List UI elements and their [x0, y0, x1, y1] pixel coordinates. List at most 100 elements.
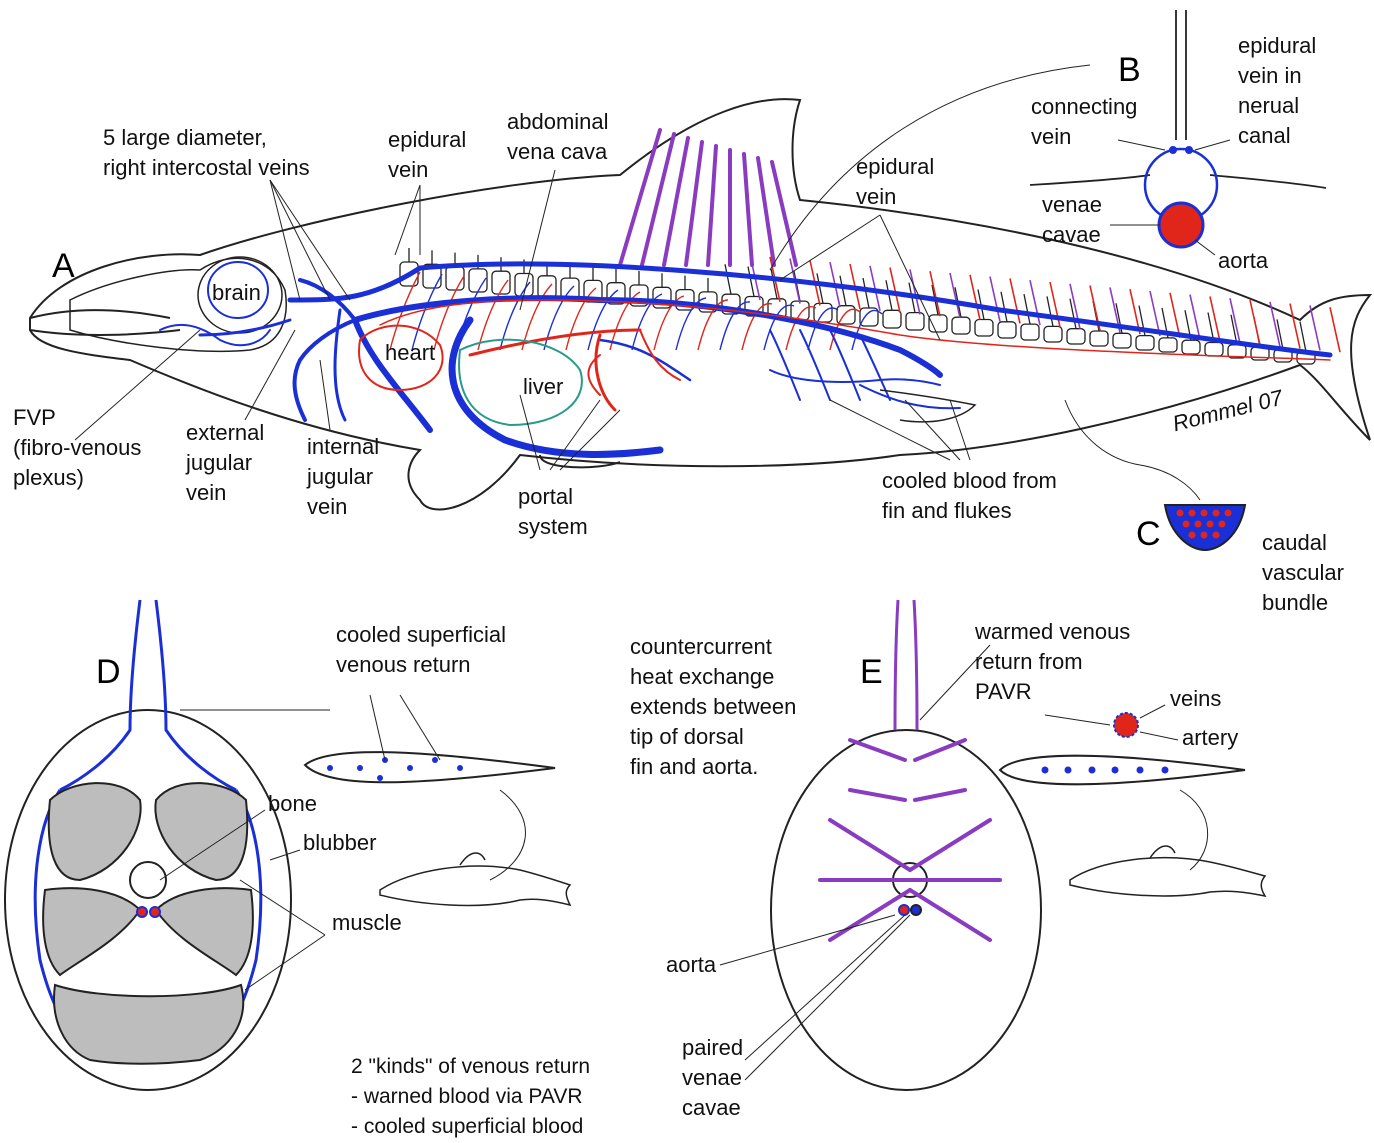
fin-vein — [758, 158, 774, 265]
chevron-vessel — [1330, 307, 1340, 352]
dolphin-icon-d — [380, 853, 570, 905]
dolphin-icon-e — [1070, 846, 1265, 896]
label-aorta-b: aorta — [1218, 246, 1268, 276]
major-veins — [160, 264, 1330, 454]
label-caudal-vascular-bundle: caudalvascularbundle — [1262, 528, 1344, 618]
label-epidural-neural-canal: epiduralvein innerualcanal — [1238, 31, 1316, 151]
label-liver: liver — [523, 372, 563, 402]
vertebra — [1113, 333, 1131, 348]
vertebra — [446, 267, 464, 290]
vertebra — [1205, 343, 1223, 357]
vertebra — [883, 310, 901, 328]
radiating-vessel — [915, 790, 965, 800]
fin-vein-dot — [327, 765, 333, 771]
caudal-artery-dot — [1219, 521, 1226, 528]
vertebra — [1044, 326, 1062, 342]
caudal-artery-dot — [1213, 532, 1220, 539]
radiating-vessel — [830, 820, 910, 870]
label-veins-e: veins — [1170, 684, 1221, 714]
label-heart: heart — [385, 338, 435, 368]
vertebra — [975, 320, 993, 337]
chevron-vessel — [950, 273, 960, 318]
neural-spine — [1024, 294, 1030, 324]
vertebra — [791, 301, 809, 320]
chevron-vessel — [1290, 304, 1300, 349]
radiating-vessel — [830, 890, 910, 940]
fin-vein-dot — [377, 775, 383, 781]
cross-section-d — [5, 600, 330, 1090]
fin-vein-dot — [1137, 767, 1144, 774]
label-countercurrent: countercurrentheat exchangeextends betwe… — [630, 632, 796, 782]
label-artery-e: artery — [1182, 723, 1238, 753]
chevron-vessel — [1190, 295, 1200, 340]
label-muscle: muscle — [332, 908, 402, 938]
neural-spine — [840, 276, 846, 306]
chevron-vessel — [1170, 293, 1180, 338]
fin-vein-dot — [1065, 767, 1072, 774]
fin-vein — [620, 130, 660, 265]
label-cooled-blood: cooled blood fromfin and flukes — [882, 466, 1057, 526]
fin-vein-dot — [1042, 767, 1049, 774]
vertebra — [1136, 336, 1154, 350]
panel-label-e: E — [860, 654, 883, 690]
chevron-vessel — [1310, 305, 1320, 350]
radiating-vessel — [850, 790, 905, 800]
fin-vein-dot — [457, 765, 463, 771]
chevron-vessel — [970, 275, 980, 320]
panel-label-d: D — [96, 654, 121, 690]
radiating-vessel — [910, 890, 990, 940]
dorsal-fin-veins — [620, 130, 796, 265]
neural-spine — [1001, 292, 1007, 322]
label-venous-return-kinds: 2 "kinds" of venous return- warned blood… — [351, 1052, 590, 1142]
vertebra — [998, 322, 1016, 338]
label-brain: brain — [212, 278, 261, 308]
caudal-artery-dot — [1189, 532, 1196, 539]
chevron-vessel — [1010, 278, 1020, 323]
fin-vein-dot — [1162, 767, 1169, 774]
vertebra — [1159, 338, 1177, 352]
panel-label-c: C — [1136, 516, 1161, 552]
chevron-vessel — [1210, 296, 1220, 341]
chevron-vessel — [1030, 280, 1040, 325]
fin-vein — [772, 162, 796, 265]
caudal-artery-dot — [1183, 521, 1190, 528]
label-bone: bone — [268, 789, 317, 819]
vertebra — [1182, 340, 1200, 354]
vertebra — [1067, 329, 1085, 344]
panel-label-b: B — [1118, 52, 1141, 88]
label-intercostal-veins: 5 large diameter,right intercostal veins — [103, 123, 310, 183]
caudal-artery-dot — [1195, 521, 1202, 528]
vertebra — [1090, 331, 1108, 346]
chevron-vessel — [990, 277, 1000, 322]
radiating-vessel — [850, 740, 905, 760]
label-blubber: blubber — [303, 828, 376, 858]
fin-vein — [686, 142, 702, 265]
radiating-vessel — [910, 820, 990, 870]
fin-vein-dot — [432, 757, 438, 763]
vertebra — [906, 313, 924, 330]
vertebra — [1021, 324, 1039, 340]
caudal-artery-dot — [1201, 532, 1208, 539]
label-epidural-vein-a: epiduralvein — [388, 125, 466, 185]
caudal-artery-dot — [1189, 510, 1196, 517]
vertebra — [952, 317, 970, 334]
label-venae-cavae-b: venaecavae — [1042, 190, 1102, 250]
fin-vein — [708, 146, 716, 265]
caudal-artery-dot — [1225, 510, 1232, 517]
fin-vein-dot — [407, 765, 413, 771]
neural-spine — [863, 278, 869, 308]
chevron-vessel — [1250, 300, 1260, 345]
caudal-artery-dot — [1213, 510, 1220, 517]
neural-spine — [725, 264, 731, 294]
fin-vein-dot — [1112, 767, 1119, 774]
caudal-artery-dot — [1201, 510, 1208, 517]
chevron-vessel — [930, 271, 940, 316]
